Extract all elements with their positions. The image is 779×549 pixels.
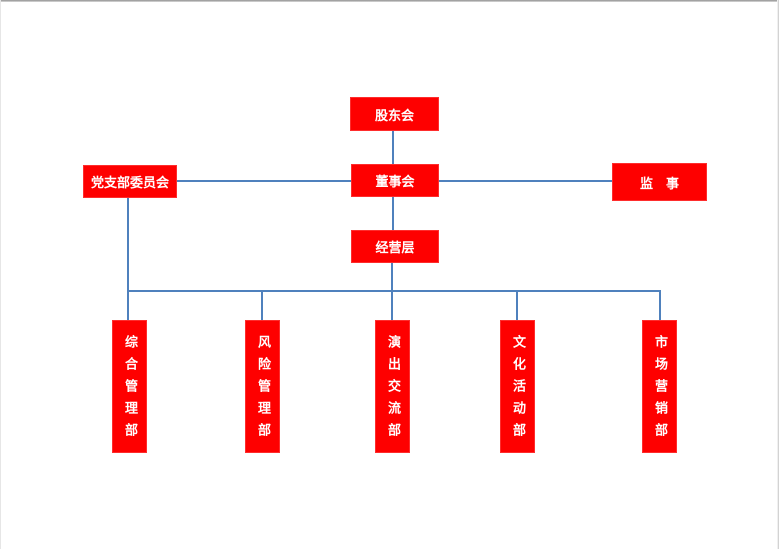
node-management-layer: 经营层 [351, 230, 439, 263]
node-dept-risk-management: 风险管理部 [245, 320, 280, 453]
node-dept-cultural-activities: 文化活动部 [500, 320, 535, 453]
node-party-branch-committee: 党支部委员会 [83, 165, 177, 198]
connector-board-management [392, 197, 394, 230]
node-shareholders-meeting: 股东会 [350, 97, 439, 131]
node-supervisor: 监 事 [612, 163, 707, 201]
connector-stub-marketing-dept [659, 290, 661, 320]
node-board-of-directors: 董事会 [351, 164, 439, 197]
page-edge-top [0, 0, 779, 2]
connector-stub-risk-dept [261, 290, 263, 320]
connector-shareholders-board [392, 131, 394, 164]
page-edge-left [0, 0, 1, 549]
node-dept-performance-exchange: 演出交流部 [375, 320, 410, 453]
page-edge-right [777, 0, 779, 549]
connector-stub-culture-dept [516, 290, 518, 320]
connector-distribution-bus [127, 290, 661, 292]
node-dept-marketing: 市场营销部 [642, 320, 677, 453]
node-dept-general-management: 综合管理部 [112, 320, 147, 453]
connector-board-supervisor [439, 180, 612, 182]
connector-party-board [177, 180, 351, 182]
connector-party-departments [127, 198, 129, 320]
